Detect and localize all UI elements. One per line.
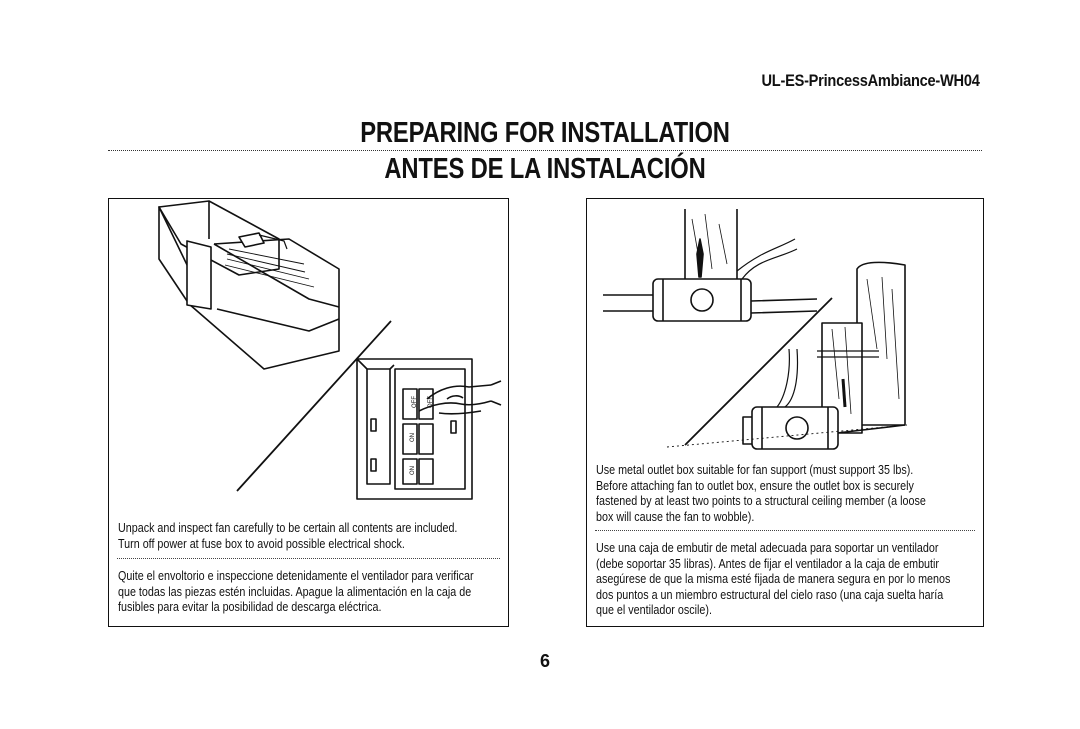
breaker-label: OFF — [428, 396, 434, 408]
step-1-divider — [117, 558, 500, 559]
breaker-label: ON — [410, 466, 416, 475]
step-1-text-es: Quite el envoltorio e inspeccione deteni… — [118, 569, 474, 614]
fuse-box-icon — [356, 358, 473, 500]
page-title-en: PREPARING FOR INSTALLATION — [360, 117, 730, 149]
step-1-panel: OFF OFF ON ON Unpack and inspect fan car… — [108, 198, 509, 627]
model-id: UL-ES-PrincessAmbiance-WH04 — [761, 71, 980, 90]
fan-carton-icon — [158, 200, 340, 370]
step-1-illustration: OFF OFF ON ON — [158, 200, 502, 500]
outlet-box-icon — [652, 278, 752, 322]
step-1-text-en: Unpack and inspect fan carefully to be c… — [118, 521, 458, 551]
outlet-box-icon — [751, 406, 839, 450]
title-divider — [108, 150, 982, 151]
step-2-divider — [595, 530, 975, 531]
page-title-es: ANTES DE LA INSTALACIÓN — [384, 153, 706, 185]
breaker-label: OFF — [412, 396, 418, 408]
step-2-text-es: Use una caja de embutir de metal adecuad… — [596, 541, 951, 617]
page-number: 6 — [539, 651, 550, 671]
step-2-illustration — [603, 209, 908, 450]
breaker-label: ON — [410, 433, 416, 442]
hand-icon — [418, 380, 502, 415]
step-2-panel: Use metal outlet box suitable for fan su… — [586, 198, 984, 627]
step-2-text-en: Use metal outlet box suitable for fan su… — [596, 463, 926, 524]
